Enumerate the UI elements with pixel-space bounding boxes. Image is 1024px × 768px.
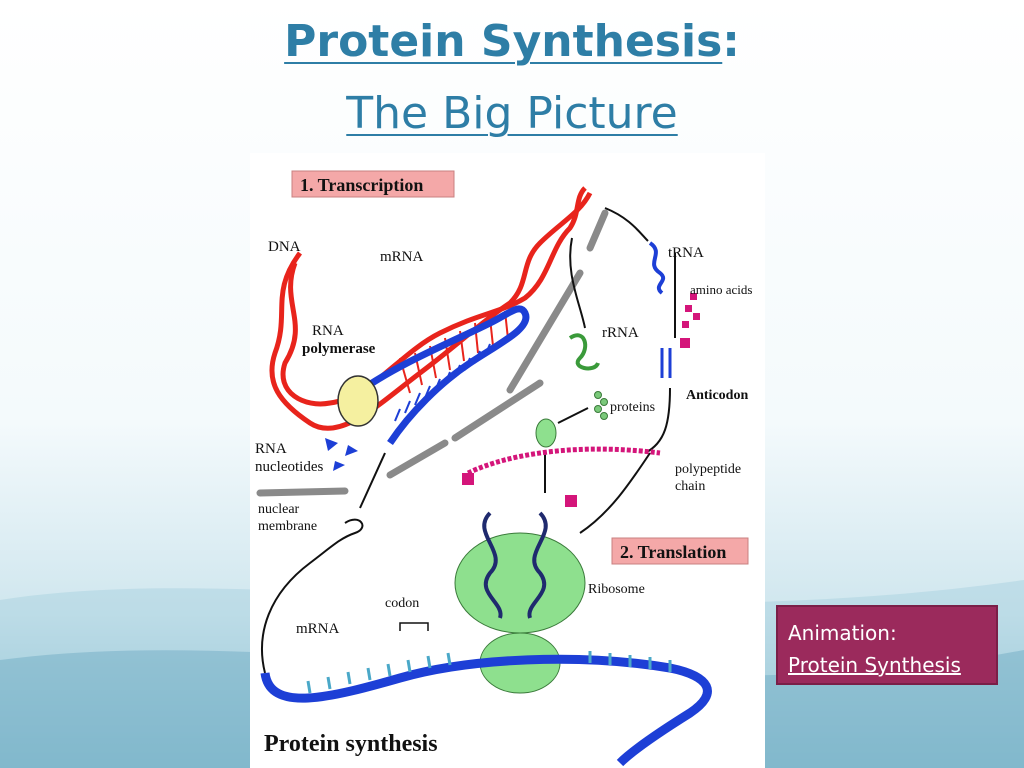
- mrna-exit-path: [261, 518, 364, 674]
- ribosome-trnas: [482, 511, 548, 619]
- amino-acids: [680, 293, 700, 348]
- ribosome-subunit: [535, 418, 557, 448]
- title-line-1: Protein Synthesis:: [0, 14, 1024, 70]
- label-amino-acids: amino acids: [690, 282, 752, 297]
- slide-title: Protein Synthesis: The Big Picture: [0, 14, 1024, 144]
- label-trna: tRNA: [668, 245, 704, 261]
- translation-label: 2. Translation: [620, 542, 726, 562]
- title-subtitle[interactable]: The Big Picture: [346, 88, 678, 139]
- label-rna-nucleotides-1: RNA: [255, 441, 287, 457]
- amino-acid-block: [462, 473, 474, 485]
- trna-anticodon-shape: [660, 348, 672, 378]
- protein-synthesis-link[interactable]: Protein Synthesis: [788, 653, 961, 677]
- ribosome-large: [454, 532, 586, 634]
- amino-acid-block: [565, 495, 577, 507]
- label-rna-nucleotides-2: nucleotides: [255, 459, 323, 475]
- mrna-transcript: [357, 305, 530, 445]
- trna-shape: [648, 241, 666, 295]
- transcription-box: [291, 170, 455, 198]
- label-codon: codon: [385, 596, 419, 611]
- codon-bases: [306, 651, 672, 694]
- nuclear-membrane: [256, 209, 609, 497]
- codon-bracket: [399, 622, 429, 631]
- protein-dots: [594, 391, 608, 420]
- title-line-2: The Big Picture: [0, 84, 1024, 144]
- polypeptide-chain: [466, 446, 661, 476]
- dna-helix: [269, 186, 593, 431]
- title-main[interactable]: Protein Synthesis: [284, 16, 723, 67]
- label-proteins: proteins: [610, 400, 655, 415]
- protein-synthesis-figure: 1. Transcription 2. Translation: [250, 153, 765, 768]
- protein-synthesis-diagram: 1. Transcription 2. Translation: [255, 170, 752, 767]
- animation-box: Animation: Protein Synthesis: [776, 605, 998, 685]
- label-mrna-top: mRNA: [380, 249, 424, 265]
- label-rna-polymerase-1: RNA: [312, 323, 344, 339]
- label-polypeptide-1: polypeptide: [675, 462, 741, 477]
- label-nuclear-membrane-2: membrane: [258, 519, 317, 534]
- label-rrna: rRNA: [602, 325, 639, 341]
- rna-polymerase-shape: [337, 375, 379, 427]
- rna-nucleotides: [325, 438, 358, 471]
- mrna-bases: [394, 343, 491, 422]
- rrna-shape: [568, 333, 600, 371]
- label-polypeptide-2: chain: [675, 479, 705, 494]
- label-anticodon: Anticodon: [686, 388, 748, 403]
- label-nuclear-membrane-1: nuclear: [258, 502, 300, 517]
- label-ribosome: Ribosome: [588, 582, 645, 597]
- animation-label: Animation:: [788, 621, 897, 645]
- flow-arrows: [359, 207, 676, 534]
- title-colon: :: [722, 16, 740, 67]
- label-rna-polymerase-2: polymerase: [302, 341, 376, 357]
- figure-caption: Protein synthesis: [264, 731, 438, 757]
- label-mrna-bottom: mRNA: [296, 621, 340, 637]
- mrna-translation: [260, 654, 712, 767]
- label-dna: DNA: [268, 239, 301, 255]
- translation-box: [611, 537, 749, 565]
- transcription-label: 1. Transcription: [300, 175, 423, 195]
